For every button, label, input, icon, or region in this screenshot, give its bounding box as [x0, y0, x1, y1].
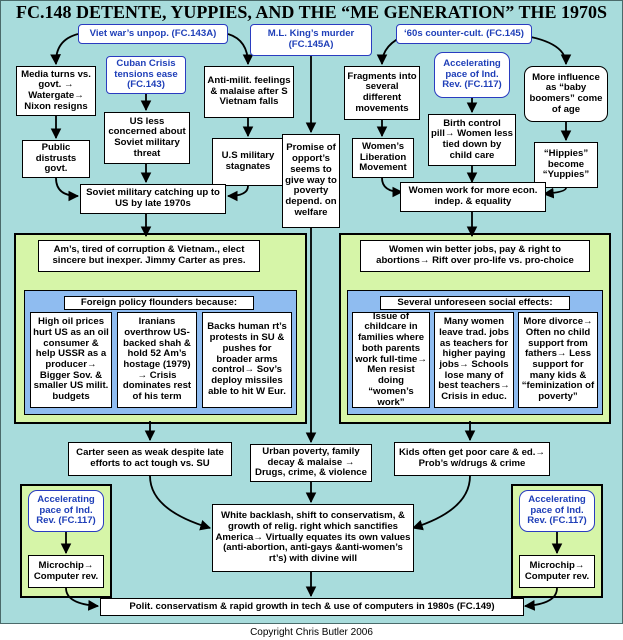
baby-boomers-box: More influence as “baby boomers” come of… [524, 66, 608, 122]
arrow-viet-media [50, 33, 79, 66]
soviet-catching-box: Soviet military catching up to US by lat… [80, 184, 226, 214]
arrow-usmil-soviet [226, 185, 249, 202]
social-effects-header: Several unforeseen social effects: [380, 296, 570, 310]
women-work-box: Women work for more econ. indep. & equal… [400, 182, 546, 212]
accel-top-box: Accelerating pace of Ind. Rev. (FC.117) [434, 52, 510, 98]
urban-poverty-box: Urban poverty, family decay & malaise → … [250, 444, 372, 482]
mlk-murder-box: M.L. King’s murder (FC.145A) [250, 24, 372, 56]
promise-box: Promise of opport’s seems to give way to… [282, 134, 340, 228]
women-win-box: Women win better jobs, pay & right to ab… [360, 240, 590, 272]
polit-conservatism-box: Polit. conservatism & rapid growth in te… [100, 598, 524, 616]
divorce-box: More divorce→ Often no child support fro… [518, 312, 598, 408]
hippies-box: “Hippies” become “Yuppies” [534, 142, 598, 188]
viet-war-box: Viet war’s unpop. (FC.143A) [78, 24, 228, 44]
foreign-policy-header: Foreign policy flounders because: [64, 296, 254, 310]
arrow-carter-backlash [149, 475, 212, 531]
human-rights-box: Backs human rt’s protests in SU & pushes… [202, 312, 292, 408]
accel-right-box: Accelerating pace of Ind. Rev. (FC.117) [519, 490, 595, 532]
white-backlash-box: White backlash, shift to conservatism, &… [212, 504, 414, 572]
womens-lib-box: Women’s Liberation Movement [352, 138, 414, 178]
microchip-left-box: Microchip→ Computer rev. [28, 555, 104, 588]
birth-control-box: Birth control pill→ Women less tied down… [428, 114, 516, 166]
oil-prices-box: High oil prices hurt US as an oil consum… [30, 312, 112, 408]
arrow-viet-anti [227, 33, 254, 66]
fragments-box: Fragments into several different movemen… [344, 66, 420, 120]
teachers-box: Many women leave trad. jobs as teachers … [434, 312, 514, 408]
accel-left-box: Accelerating pace of Ind. Rev. (FC.117) [28, 490, 104, 532]
cuban-crisis-box: Cuban Crisis tensions ease (FC.143) [106, 56, 186, 94]
childcare-box: Issue of childcare in families where bot… [352, 311, 430, 408]
public-distrusts-box: Public distrusts govt. [22, 140, 90, 178]
us-less-box: US less concerned about Soviet military … [104, 112, 190, 164]
counter-cult-box: ‘60s counter-cult. (FC.145) [396, 24, 532, 44]
iranians-box: Iranians overthrow US-backed shah & hold… [117, 312, 197, 408]
arrow-micro-left-final [65, 587, 100, 611]
media-turns-box: Media turns vs. govt. → Watergate→ Nixon… [16, 66, 96, 116]
microchip-right-box: Microchip→ Computer rev. [519, 555, 595, 588]
arrow-hippies-women [542, 187, 567, 199]
arrow-micro-right-final [523, 587, 558, 611]
arrow-public-soviet [55, 177, 80, 202]
carter-weak-box: Carter seen as weak despite late efforts… [68, 442, 232, 476]
page-title: FC.148 DETENTE, YUPPIES, AND THE “ME GEN… [16, 2, 607, 22]
kids-care-box: Kids often get poor care & ed.→ Prob’s w… [394, 442, 550, 476]
arrow-lib-women [381, 177, 404, 198]
anti-milit-box: Anti-milit. feelings & malaise after S V… [204, 66, 294, 118]
arrow-kids-backlash [411, 475, 471, 531]
copyright-text: Copyright Chris Butler 2006 [250, 627, 373, 638]
carter-elected-box: Am’s, tired of corruption & Vietnam., el… [38, 240, 260, 272]
us-military-box: U.S military stagnates [212, 138, 284, 186]
